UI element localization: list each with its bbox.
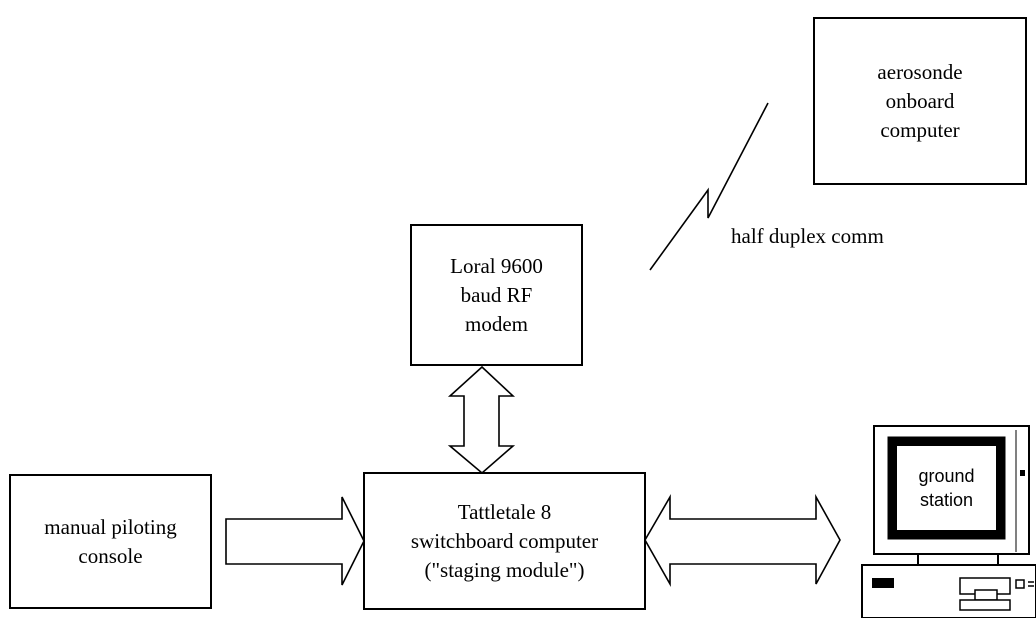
ground-station-label-line-1: ground [918,466,975,486]
console-label: manual piloting console [10,475,211,608]
switchboard-label-line-3: ("staging module") [424,557,585,582]
console-switchboard-arrow [225,496,365,586]
modem-label: Loral 9600 baud RF modem [411,225,582,365]
modem-box [410,224,583,366]
console-box [9,474,212,609]
console-label-line-2: console [78,543,143,568]
aerosonde-box [813,17,1027,185]
radio-link-zigzag [649,102,769,271]
switchboard-label-line-2: switchboard computer [410,528,599,553]
console-label-line-1: manual piloting [44,514,177,539]
switchboard-label: Tattletale 8 switchboard computer ("stag… [364,473,645,609]
aerosonde-label-line-2: onboard [885,88,955,113]
switchboard-box [363,472,646,610]
modem-label-line-1: Loral 9600 [450,253,543,278]
modem-label-line-3: modem [465,311,528,336]
ground-station-label: ground station [897,446,996,530]
aerosonde-label-line-1: aerosonde [877,59,963,84]
computer-icon [861,425,1036,618]
modem-switchboard-double-arrow [447,365,516,475]
aerosonde-label-line-3: computer [880,117,960,142]
link-label: half duplex comm [731,224,884,248]
ground-station-label-line-2: station [919,490,974,510]
switchboard-label-line-1: Tattletale 8 [457,499,552,524]
modem-label-line-2: baud RF [460,282,533,307]
switchboard-ground-double-arrow [644,493,841,588]
aerosonde-label: aerosonde onboard computer [814,18,1026,184]
